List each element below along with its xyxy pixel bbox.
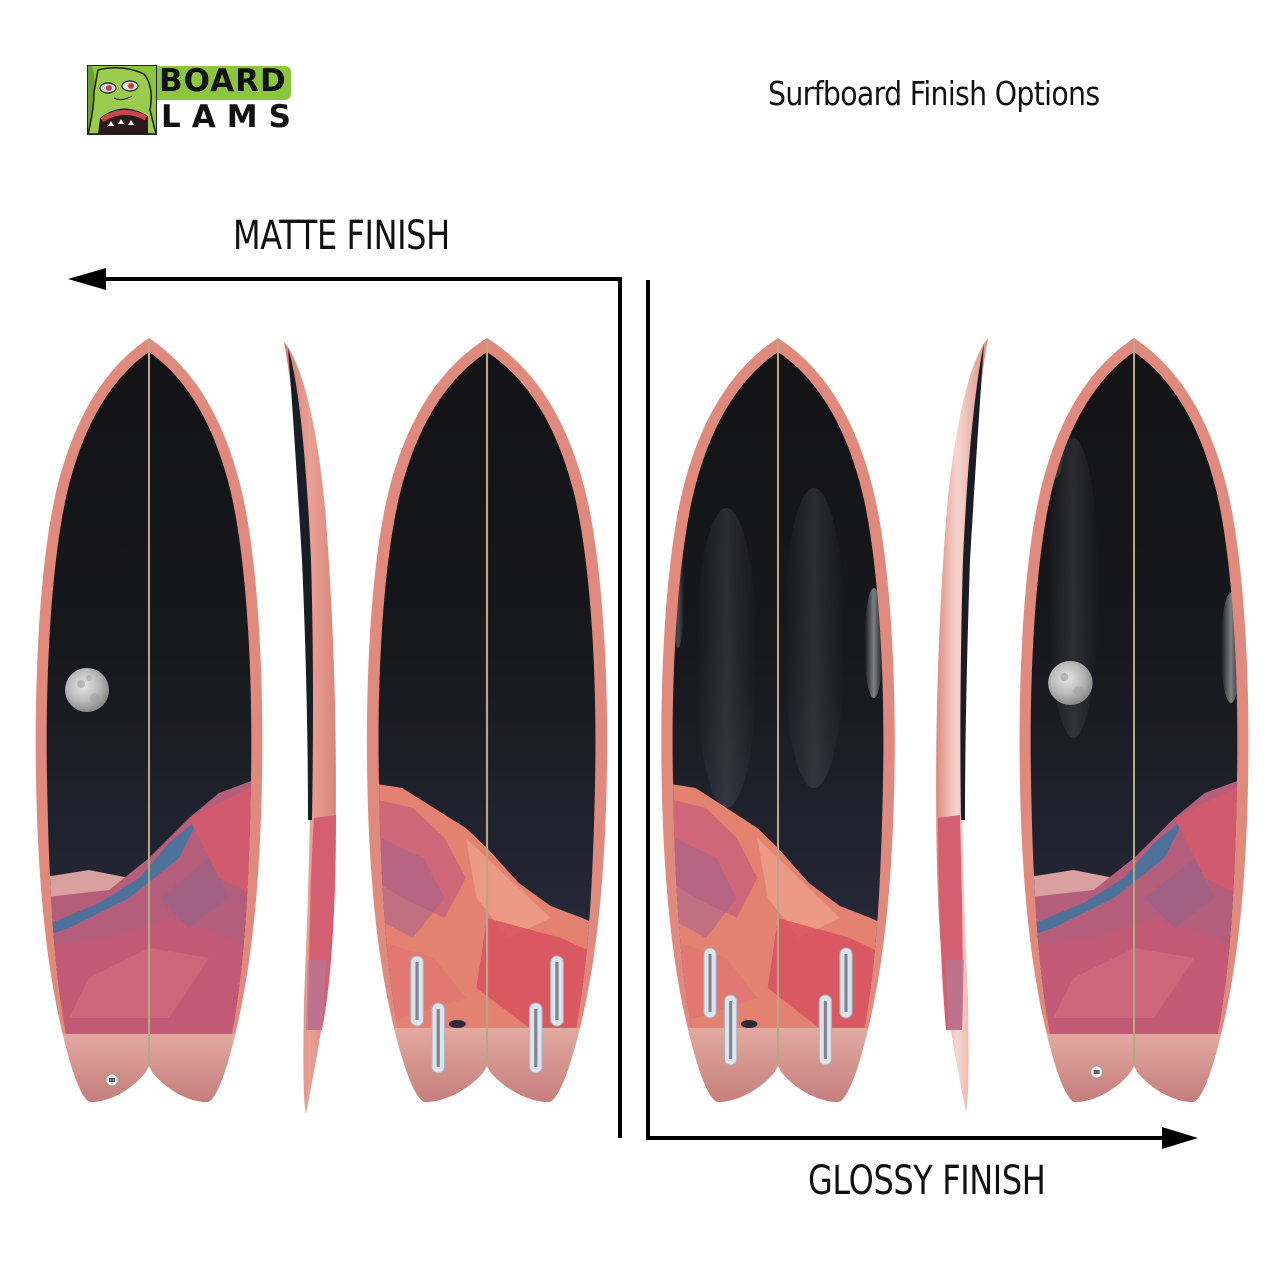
glossy-deck-board[interactable]: [1013, 338, 1255, 1114]
fin-box-icon: [410, 955, 564, 1074]
glossy-arrow: [646, 280, 1198, 1149]
logo-line2: LAMS: [161, 99, 302, 135]
board-lams-logo[interactable]: BOARD LAMS: [87, 63, 293, 135]
matte-arrow: [68, 268, 622, 1138]
matte-bottom-board[interactable]: [360, 338, 614, 1118]
matte-finish-label: MATTE FINISH: [233, 213, 450, 259]
monster-mascot-icon: [87, 65, 157, 135]
glossy-bottom-board[interactable]: [654, 338, 901, 1118]
logo-line1: BOARD: [159, 63, 287, 99]
fin-box-icon: [703, 947, 853, 1066]
glossy-finish-label: GLOSSY FINISH: [808, 1158, 1046, 1204]
matte-deck-board[interactable]: [29, 338, 269, 1118]
leash-plug-icon: [1090, 1065, 1104, 1079]
moon-icon: [65, 668, 109, 712]
logo-word-background: [157, 66, 291, 100]
page-title: Surfboard Finish Options: [768, 74, 1100, 113]
leash-plug-icon: [105, 1073, 119, 1087]
moon-icon: [1048, 661, 1093, 705]
matte-side-rail-board[interactable]: [284, 342, 336, 1114]
glossy-side-rail-board[interactable]: [936, 338, 988, 1112]
